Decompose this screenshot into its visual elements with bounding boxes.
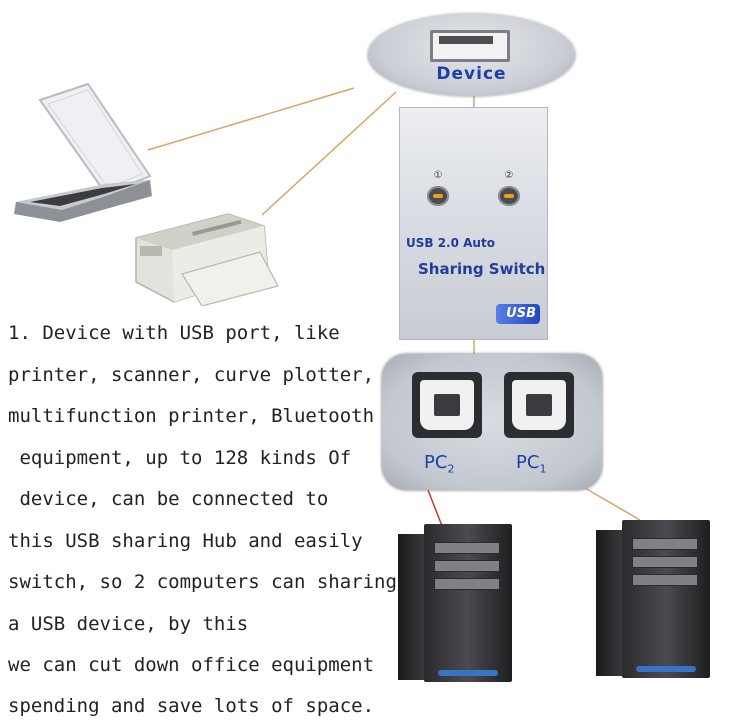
description-line: printer, scanner, curve plotter, bbox=[8, 364, 375, 386]
description-line: equipment, up to 128 kinds Of bbox=[8, 447, 352, 469]
description-line: switch, so 2 computers can sharing bbox=[8, 571, 397, 593]
wire-pc1 bbox=[577, 483, 641, 521]
wire-scanner bbox=[147, 87, 355, 151]
description-line: spending and save lots of space. bbox=[8, 695, 375, 717]
pc-ports-panel: PC2 PC1 bbox=[382, 354, 602, 490]
description-line: we can cut down office equipment bbox=[8, 654, 375, 676]
switch-button-2 bbox=[498, 186, 520, 206]
device-port-panel: Device bbox=[368, 14, 575, 96]
pc2-label: PC2 bbox=[424, 452, 455, 476]
computer-tower-icon bbox=[398, 518, 518, 682]
switch-button-1 bbox=[427, 186, 449, 206]
description-line: this USB sharing Hub and easily bbox=[8, 530, 363, 552]
device-label: Device bbox=[436, 64, 507, 84]
switch-model-label: USB 2.0 Auto bbox=[406, 236, 495, 250]
description-line: 1. Device with USB port, like bbox=[8, 322, 340, 344]
usb-b-port-icon bbox=[504, 372, 574, 438]
usb-logo: USB bbox=[496, 304, 540, 324]
usb-a-port-icon bbox=[430, 30, 510, 62]
switch-1-number: ① bbox=[433, 170, 443, 181]
pc1-label: PC1 bbox=[516, 452, 547, 476]
switch-name-label: Sharing Switch bbox=[418, 260, 546, 278]
description-line: device, can be connected to bbox=[8, 488, 329, 510]
usb-b-port-icon bbox=[412, 372, 482, 438]
usb-sharing-switch: ① ② USB 2.0 Auto Sharing Switch USB bbox=[399, 107, 548, 340]
wire-printer bbox=[261, 91, 397, 216]
switch-2-number: ② bbox=[504, 170, 514, 181]
description-line: a USB device, by this bbox=[8, 613, 249, 635]
scanner-icon bbox=[14, 82, 152, 222]
computer-tower-icon bbox=[596, 514, 716, 678]
printer-icon bbox=[135, 213, 279, 306]
description-line: multifunction printer, Bluetooth bbox=[8, 405, 375, 427]
